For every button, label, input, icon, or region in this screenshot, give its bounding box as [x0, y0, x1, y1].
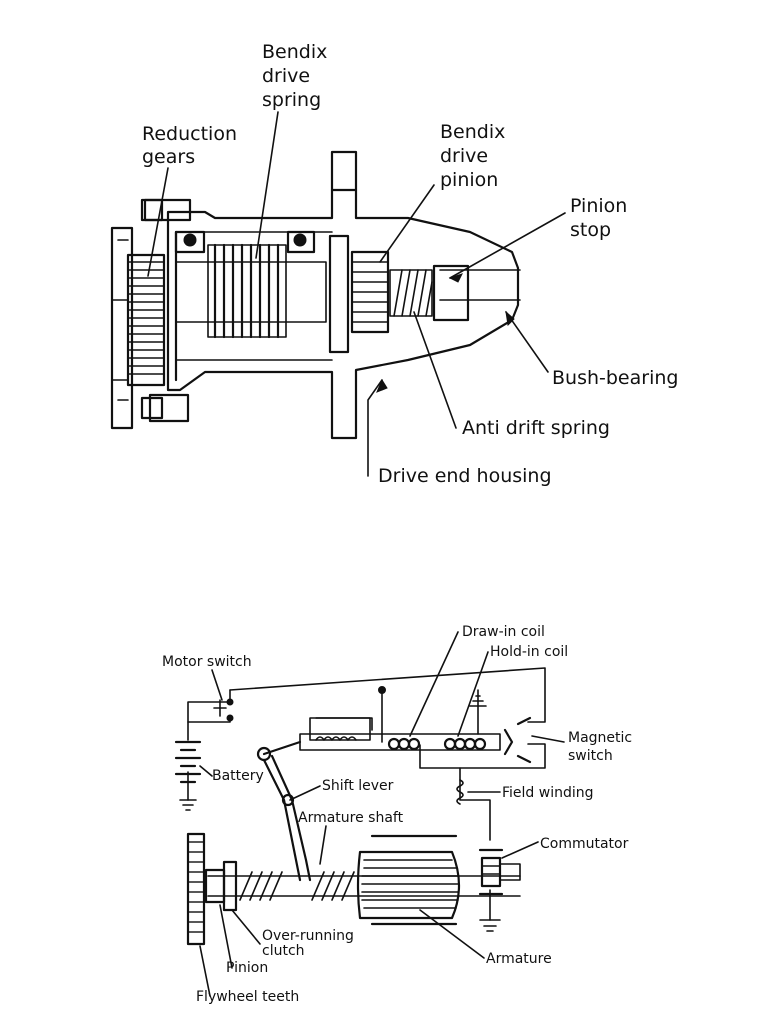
anti-drift-spring [389, 269, 433, 317]
label-commutator: Commutator [540, 836, 629, 852]
commutator [478, 848, 521, 896]
label-bendix-spring-3: spring [262, 89, 321, 111]
label-shift-lever: Shift lever [322, 778, 394, 794]
figure-bendix-drive: Bendix drive spring Reduction gears Bend… [110, 41, 678, 487]
reduction-gears [110, 198, 192, 430]
field-winding [456, 779, 464, 805]
pinion-stop [432, 264, 470, 322]
pinion [204, 868, 226, 904]
label-reduction-gears-2: gears [142, 146, 195, 168]
label-draw-in-coil: Draw-in coil [462, 624, 545, 640]
bendix-drive-pinion [350, 250, 390, 334]
label-drive-end-housing: Drive end housing [378, 465, 552, 487]
label-over-running-clutch-2: clutch [262, 943, 305, 959]
label-flywheel-teeth: Flywheel teeth [196, 989, 299, 1005]
wiring [187, 667, 546, 921]
commutator-ground [479, 919, 501, 932]
leader-lines-fig2 [199, 631, 565, 997]
over-running-clutch [222, 860, 238, 912]
leader-lines-fig1 [147, 111, 566, 477]
armature [356, 834, 461, 926]
figure-starter-circuit: Motor switch Draw-in coil Hold-in coil M… [162, 624, 632, 1005]
label-bendix-pinion-3: pinion [440, 169, 498, 191]
shift-lever [256, 740, 312, 882]
label-battery: Battery [212, 768, 264, 784]
label-pinion: Pinion [226, 960, 268, 976]
battery-ground [179, 799, 197, 811]
label-bendix-pinion-2: drive [440, 145, 488, 167]
label-over-running-clutch-1: Over-running [262, 928, 354, 944]
label-bendix-spring-2: drive [262, 65, 310, 87]
label-armature: Armature [486, 951, 552, 967]
armature-shaft [207, 871, 521, 901]
label-field-winding: Field winding [502, 785, 594, 801]
label-bendix-spring-1: Bendix [262, 41, 327, 63]
label-reduction-gears-1: Reduction [142, 123, 237, 145]
label-hold-in-coil: Hold-in coil [490, 644, 568, 660]
label-pinion-stop-2: stop [570, 219, 611, 241]
battery [174, 740, 202, 784]
label-bendix-pinion-1: Bendix [440, 121, 505, 143]
motor-switch [213, 699, 227, 717]
flywheel [186, 832, 206, 946]
label-armature-shaft: Armature shaft [298, 810, 404, 826]
label-motor-switch: Motor switch [162, 654, 252, 670]
label-bush-bearing: Bush-bearing [552, 367, 678, 389]
label-pinion-stop-1: Pinion [570, 195, 627, 217]
label-magnetic-switch-2: switch [568, 748, 613, 764]
bendix-drive-spring [207, 243, 287, 339]
label-anti-drift-spring: Anti drift spring [462, 417, 610, 439]
label-magnetic-switch-1: Magnetic [568, 730, 632, 746]
